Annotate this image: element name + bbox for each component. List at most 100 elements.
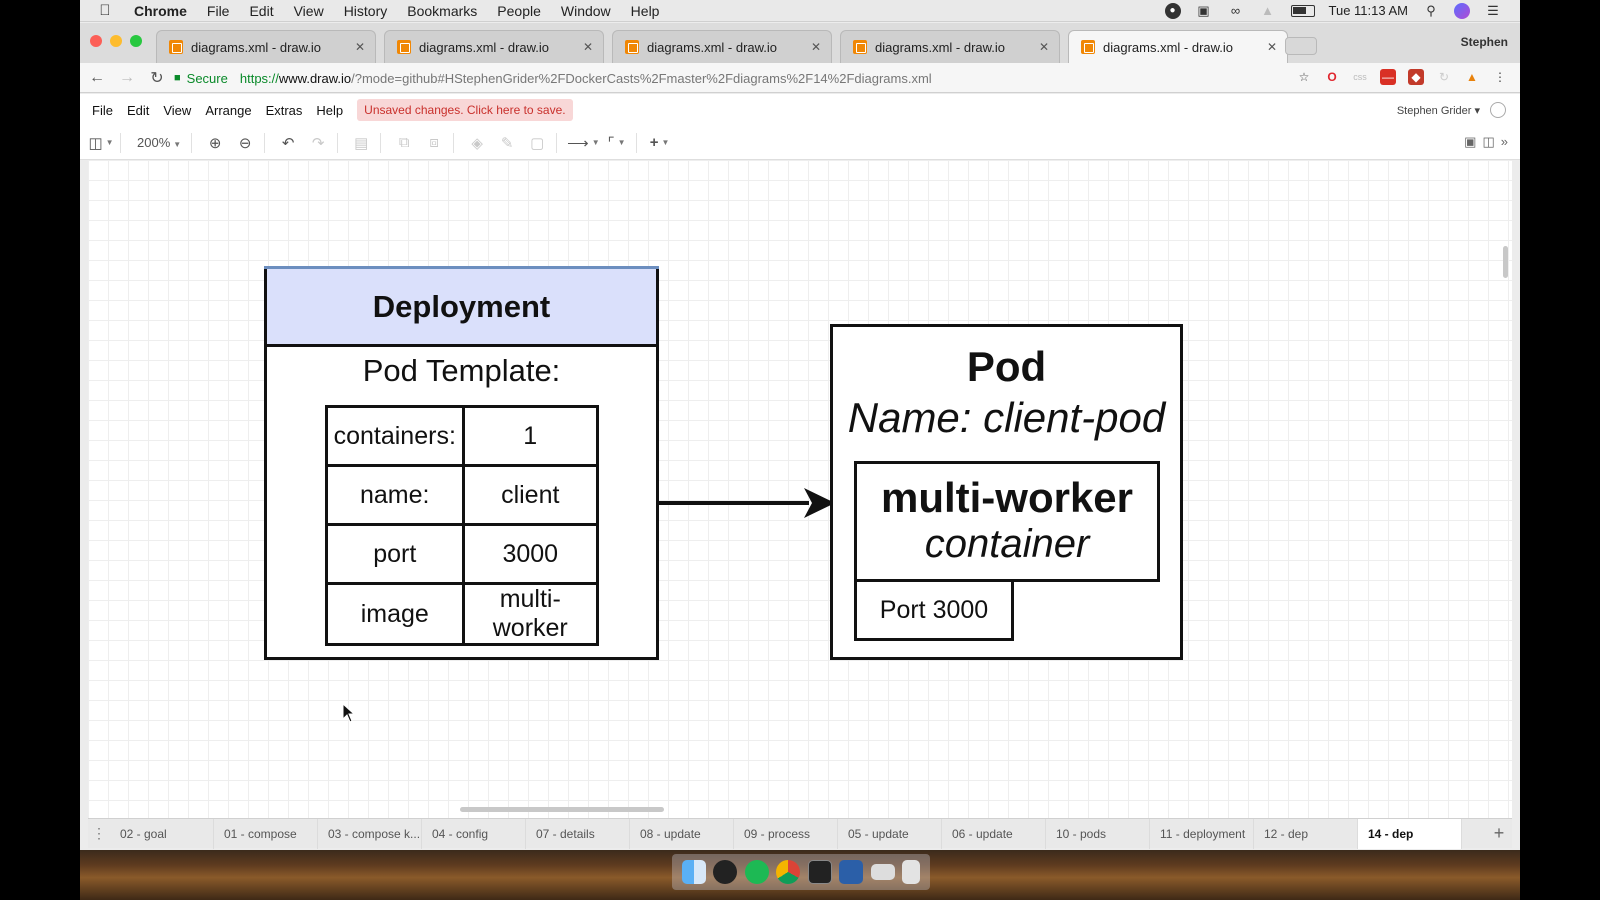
page-tab[interactable]: 09 - process: [734, 818, 838, 849]
format-panel-toggle-icon[interactable]: ◫▼: [88, 134, 114, 152]
to-front-icon[interactable]: ⧉: [398, 134, 410, 151]
page-tab[interactable]: 10 - pods: [1046, 818, 1150, 849]
address-bar[interactable]: ■ Secure https:// www.draw.io /?mode=git…: [174, 66, 1284, 90]
new-tab-button[interactable]: [1285, 37, 1317, 55]
tab-close-icon[interactable]: ✕: [354, 40, 365, 54]
container-box[interactable]: multi-worker container: [854, 461, 1160, 582]
table-key-cell[interactable]: image: [325, 582, 465, 646]
vertical-scrollbar[interactable]: [1503, 246, 1508, 278]
tab-close-icon[interactable]: ✕: [582, 40, 593, 54]
page-tab[interactable]: 11 - deployment: [1150, 818, 1254, 849]
notification-center-icon[interactable]: ☰: [1487, 2, 1499, 18]
browser-tab-active[interactable]: diagrams.xml - draw.io ✕: [1068, 30, 1288, 63]
port-box[interactable]: Port 3000: [854, 579, 1014, 641]
browser-tab[interactable]: diagrams.xml - draw.io ✕: [156, 30, 376, 63]
zoom-in-icon[interactable]: ⊕: [208, 134, 222, 152]
back-arrow-icon[interactable]: ←: [89, 68, 105, 86]
format-panel-icon[interactable]: ◫: [1482, 134, 1495, 149]
page-tab[interactable]: 01 - compose: [214, 818, 318, 849]
menubar-item-view[interactable]: View: [293, 2, 324, 19]
table-value-cell[interactable]: 1: [461, 405, 599, 467]
page-tab[interactable]: 06 - update: [942, 818, 1046, 849]
pod-template-label[interactable]: Pod Template:: [362, 353, 561, 388]
page-tab[interactable]: 12 - dep: [1254, 818, 1358, 849]
menubar-item-file[interactable]: File: [206, 2, 230, 19]
menubar-item-edit[interactable]: Edit: [249, 2, 274, 19]
terminal-icon[interactable]: [807, 860, 832, 884]
docker-status-icon[interactable]: ▣: [1197, 2, 1210, 18]
menubar-item-help[interactable]: Help: [630, 2, 660, 19]
page-tab[interactable]: 08 - update: [630, 818, 734, 849]
table-value-cell[interactable]: 3000: [461, 523, 599, 585]
drawio-menu-help[interactable]: Help: [316, 102, 344, 118]
page-tab[interactable]: 03 - compose k...: [318, 818, 422, 849]
browser-tab[interactable]: diagrams.xml - draw.io ✕: [612, 30, 832, 63]
page-tab[interactable]: 07 - details: [526, 818, 630, 849]
waypoints-icon[interactable]: ⌜▼: [607, 134, 626, 152]
pod-name-label[interactable]: Name: client-pod: [847, 394, 1166, 441]
chrome-menu-icon[interactable]: ⋮: [1494, 70, 1506, 84]
apple-icon[interactable]: : [94, 2, 116, 19]
obs-status-icon[interactable]: ●: [1164, 2, 1181, 19]
opera-extension-icon[interactable]: O: [1327, 70, 1337, 84]
delete-icon[interactable]: ▤: [354, 134, 369, 152]
table-key-cell[interactable]: containers:: [325, 405, 465, 467]
pages-menu-icon[interactable]: ⋮: [92, 825, 106, 841]
reload-icon[interactable]: ↻: [150, 69, 164, 87]
browser-tab[interactable]: diagrams.xml - draw.io ✕: [840, 30, 1060, 63]
tab-close-icon[interactable]: ✕: [810, 40, 821, 54]
pod-title[interactable]: Pod: [966, 343, 1047, 390]
drawio-menu-extras[interactable]: Extras: [265, 102, 303, 118]
redo-icon[interactable]: ↷: [311, 134, 325, 152]
horizontal-scrollbar[interactable]: [460, 807, 664, 812]
page-tab-active[interactable]: 14 - dep: [1358, 818, 1462, 849]
menubar-app-name[interactable]: Chrome: [134, 2, 187, 19]
drawio-menu-arrange[interactable]: Arrange: [205, 102, 252, 118]
wifi-icon[interactable]: ▲: [1261, 3, 1274, 18]
table-row[interactable]: containers: 1: [325, 405, 599, 467]
battery-icon[interactable]: [1290, 4, 1315, 17]
vscode-icon[interactable]: [839, 860, 864, 884]
drawio-menu-view[interactable]: View: [163, 102, 192, 118]
drive-icon[interactable]: [870, 864, 895, 880]
user-account-menu[interactable]: Stephen Grider ▾: [1396, 105, 1480, 117]
drawio-menu-edit[interactable]: Edit: [126, 102, 150, 118]
shield-extension-icon[interactable]: ◆: [1408, 69, 1424, 85]
spotlight-search-icon[interactable]: ⚲: [1426, 2, 1436, 18]
page-tab[interactable]: 05 - update: [838, 818, 942, 849]
table-key-cell[interactable]: name:: [325, 464, 465, 526]
table-row[interactable]: image multi- worker: [325, 582, 599, 646]
siri-icon[interactable]: [1454, 2, 1470, 19]
line-color-icon[interactable]: ✎: [500, 134, 514, 152]
sync-extension-icon[interactable]: ↻: [1438, 70, 1450, 84]
trash-icon[interactable]: [902, 860, 921, 884]
tab-close-icon[interactable]: ✕: [1038, 40, 1049, 54]
css-extension-icon[interactable]: css: [1353, 72, 1367, 82]
undo-icon[interactable]: ↶: [281, 134, 295, 152]
collapse-chevron-icon[interactable]: »: [1500, 134, 1508, 149]
fullscreen-icon[interactable]: ▣: [1464, 134, 1477, 149]
zoom-level-select[interactable]: 200%▼: [137, 135, 182, 150]
table-value-cell[interactable]: multi- worker: [461, 582, 599, 646]
glasses-status-icon[interactable]: ∞: [1230, 3, 1241, 18]
insert-plus-icon[interactable]: +▼: [649, 134, 670, 151]
window-close-button[interactable]: [90, 35, 102, 47]
deployment-to-pod-arrow[interactable]: [659, 483, 835, 523]
menubar-clock[interactable]: Tue 11:13 AM: [1328, 3, 1409, 18]
menubar-item-bookmarks[interactable]: Bookmarks: [407, 2, 478, 19]
tab-close-icon[interactable]: ✕: [1266, 40, 1277, 54]
spotify-icon[interactable]: [744, 860, 769, 884]
chrome-icon[interactable]: [776, 860, 801, 884]
pod-box[interactable]: Pod Name: client-pod multi-worker contai…: [830, 324, 1183, 660]
pod-template-table[interactable]: containers: 1 name: client port 3000 ima…: [325, 405, 599, 646]
user-avatar-icon[interactable]: [1490, 102, 1506, 118]
finder-icon[interactable]: [681, 860, 706, 884]
to-back-icon[interactable]: ⧈: [429, 134, 439, 151]
table-row[interactable]: name: client: [325, 464, 599, 526]
zoom-out-icon[interactable]: ⊖: [238, 134, 252, 152]
connection-style-icon[interactable]: ⟶▼: [567, 134, 600, 152]
diagram-canvas[interactable]: Deployment Pod Template: containers: 1 n…: [88, 160, 1512, 818]
menubar-item-history[interactable]: History: [343, 2, 388, 19]
shadow-icon[interactable]: ▢: [530, 134, 545, 152]
window-minimize-button[interactable]: [110, 35, 122, 47]
